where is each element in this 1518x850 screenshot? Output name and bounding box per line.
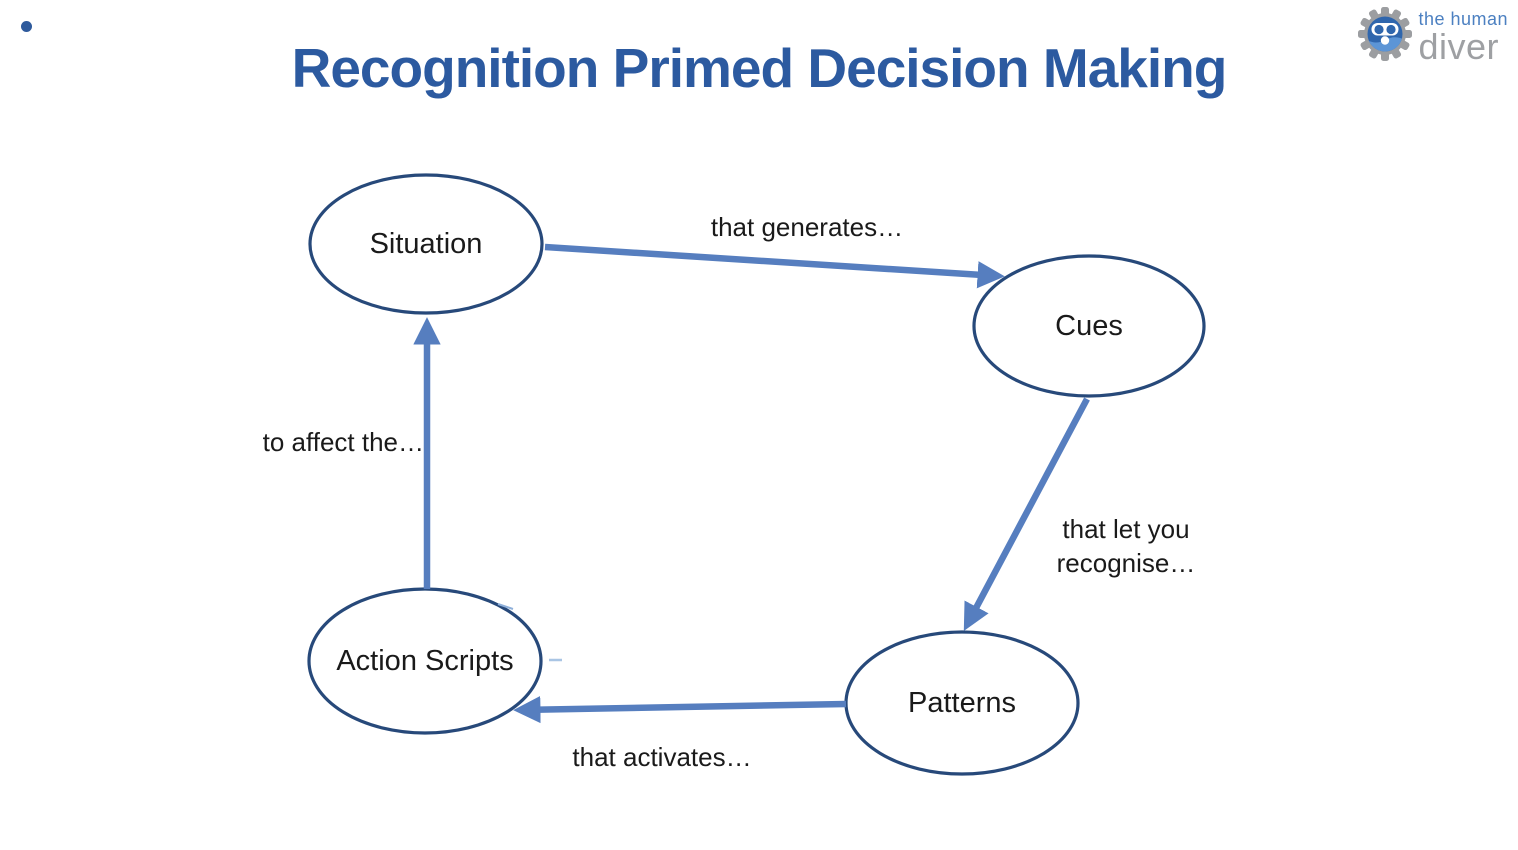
edge-label-that-activates: that activates… (572, 742, 752, 772)
node-situation-label: Situation (369, 227, 483, 260)
edge-situation-to-cues-arrow (544, 243, 1005, 289)
logo-text-diver: diver (1418, 26, 1499, 67)
gear-dive-mask-icon (1358, 7, 1413, 61)
edge-label-that-generates: that generates… (710, 212, 904, 242)
edge-label-that-let-you-recognise: that let you recognise… (1010, 512, 1242, 580)
edge-label-line-2: recognise… (1056, 548, 1196, 578)
edge-cues-to-patterns-arrow (963, 397, 1090, 632)
stray-line-fragment (497, 603, 514, 610)
node-situation-ellipse (308, 173, 544, 315)
node-cues-ellipse (972, 254, 1206, 398)
node-cues-label: Cues (1055, 309, 1123, 342)
node-patterns-ellipse (844, 630, 1080, 776)
logo-wordmark: the human diver (1418, 6, 1508, 65)
logo: the human diver (1358, 6, 1508, 65)
edge-patterns-to-action-scripts-arrow (513, 695, 847, 724)
node-patterns-label: Patterns (908, 686, 1016, 719)
bullet-dot (21, 21, 32, 32)
edge-label-to-affect-the: to affect the… (262, 427, 424, 457)
page-title: Recognition Primed Decision Making (291, 37, 1228, 99)
edge-label-line-1: that let you (1062, 514, 1190, 544)
node-action-scripts-label: Action Scripts (336, 644, 514, 677)
logo-text-the-human: the human (1418, 9, 1508, 29)
